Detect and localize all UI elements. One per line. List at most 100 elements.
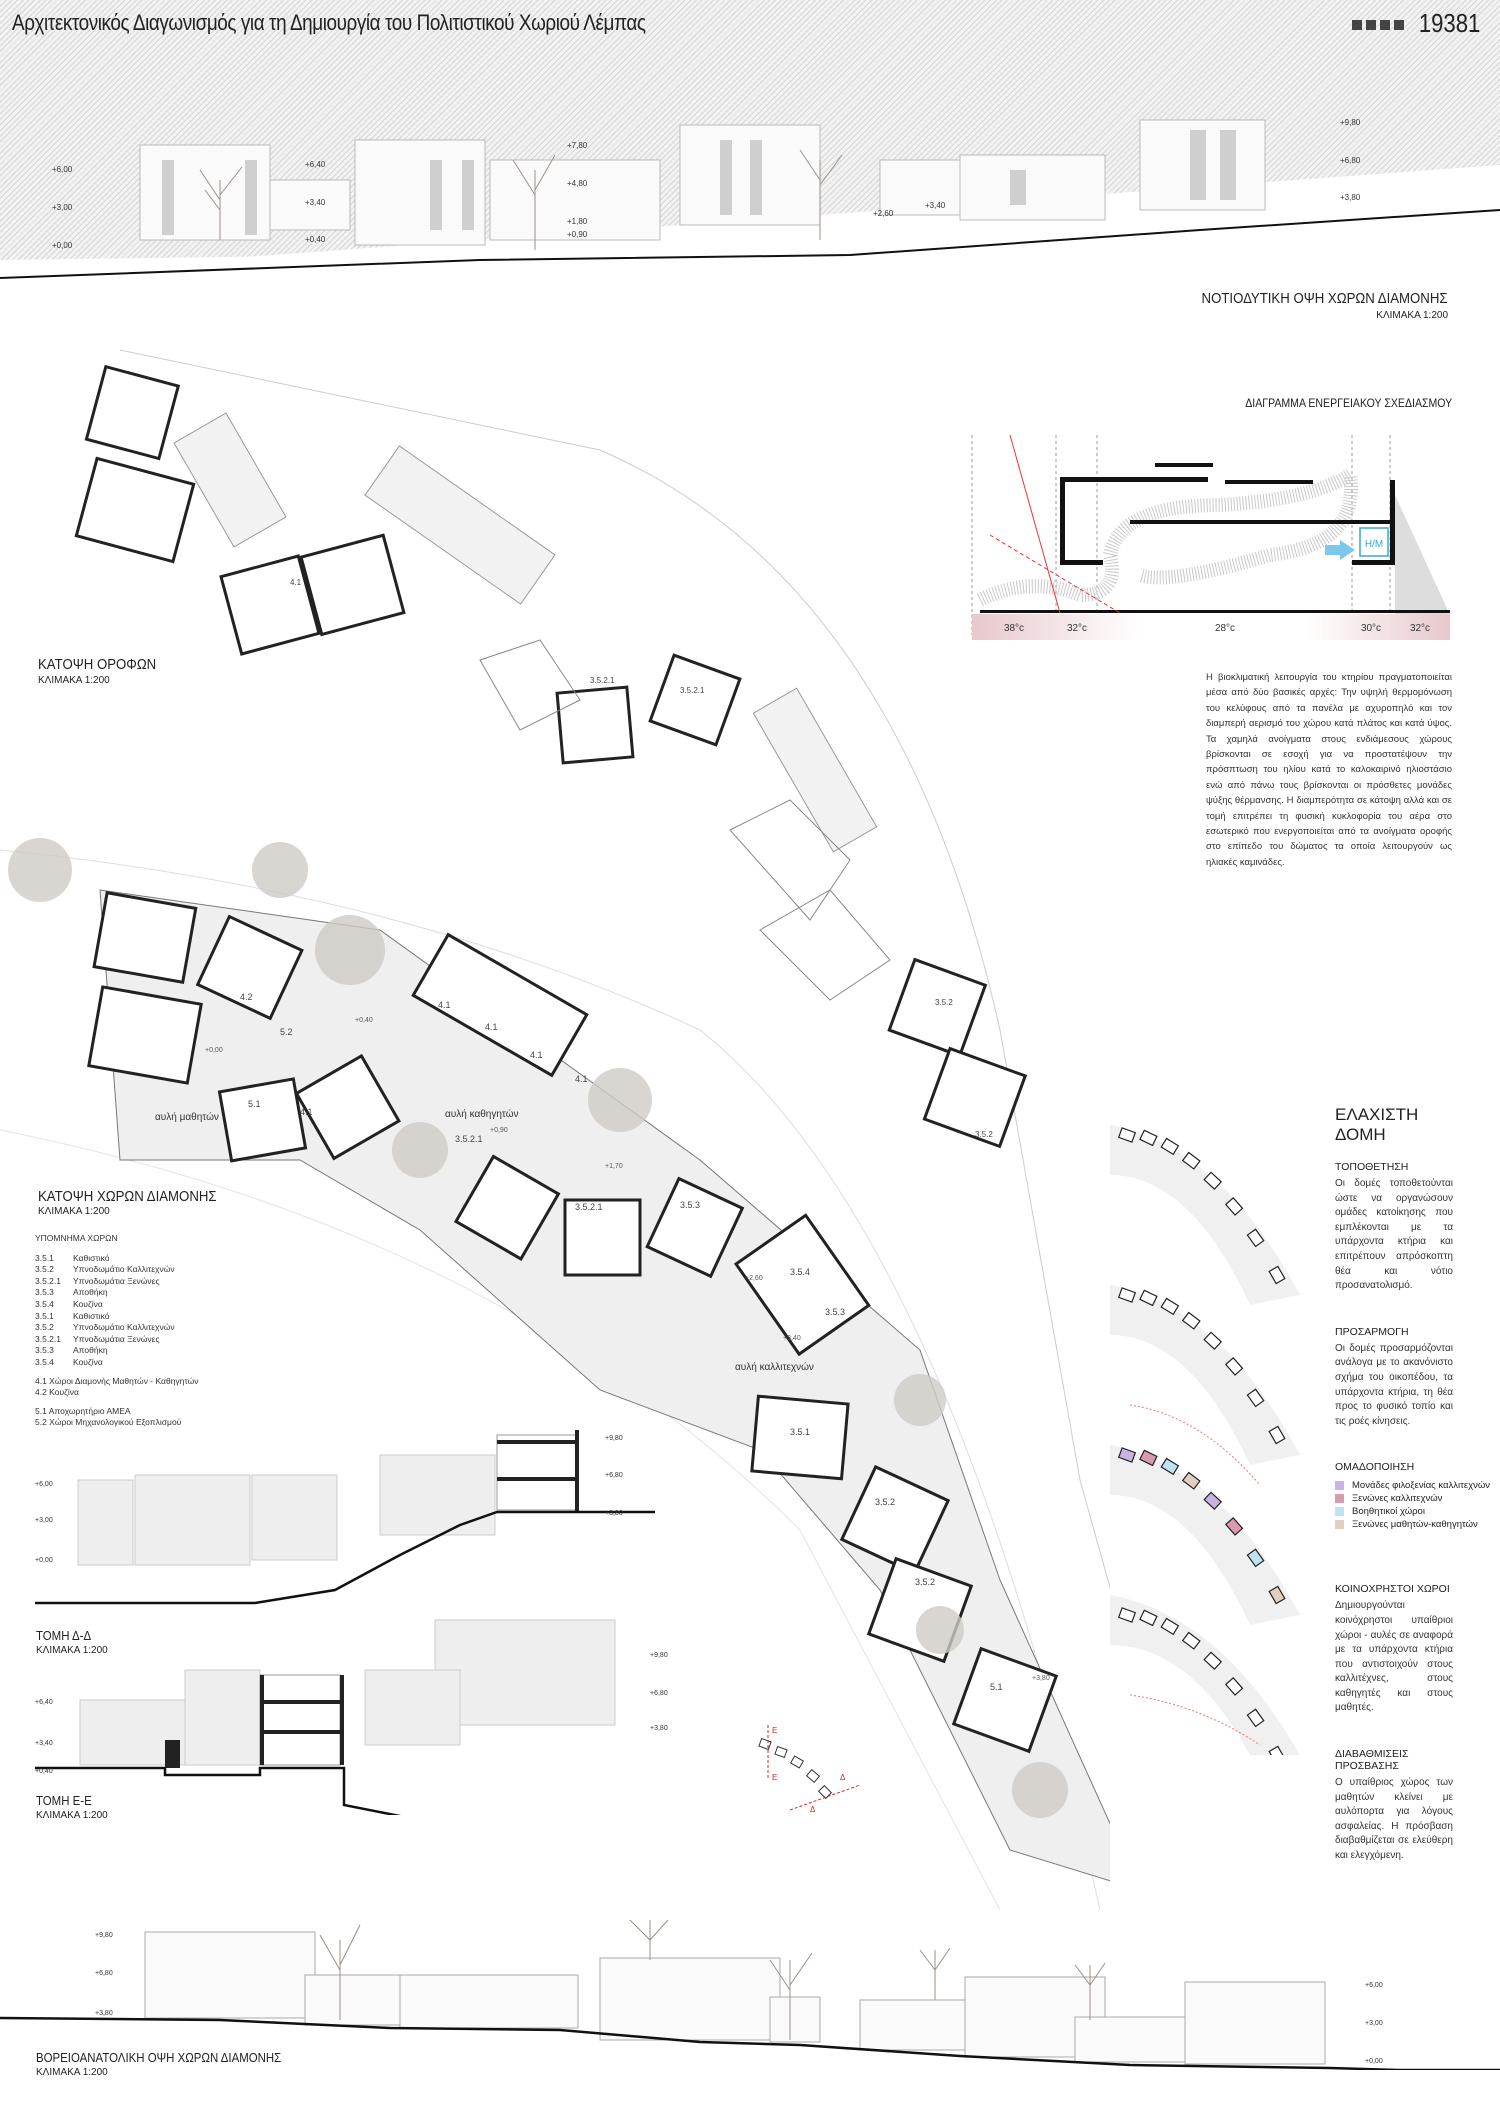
structure-block [1139, 1449, 1158, 1467]
level-label: +6,40 [35, 1699, 53, 1706]
grouping-legend-label: Ξενώνες μαθητών-καθηγητών [1352, 1519, 1478, 1531]
structure-block [1160, 1137, 1180, 1156]
legend-label: Αποθήκη [73, 1287, 108, 1298]
structure-block [1139, 1609, 1158, 1627]
legend-label: Αποθήκη [73, 1345, 108, 1356]
swatch-icon [1335, 1520, 1344, 1530]
structure-block [1203, 1171, 1223, 1190]
legend-item: 4.1 Χώροι Διαμονής Μαθητών - Καθηγητών [35, 1375, 199, 1386]
level-label: +6,00 [52, 165, 73, 174]
legend-item: 4.2 Κουζίνα [35, 1387, 79, 1398]
ne-elevation-title: ΒΟΡΕΙΟΑΝΑΤΟΛΙΚΗ ΟΨΗ ΧΩΡΩΝ ΔΙΑΜΟΝΗΣ [36, 2050, 282, 2065]
level-label: +3,00 [52, 203, 73, 212]
level-label: +0,40 [355, 1017, 373, 1024]
room-label: 4.1 [575, 1074, 588, 1084]
arrow-icon [1325, 540, 1355, 560]
legend-row: 3.5.1 Καθιστικό [35, 1311, 187, 1323]
temp-label: 30°c [1361, 623, 1381, 634]
section-heading: ΔΙΑΒΑΘΜΙΣΕΙΣ ΠΡΟΣΒΑΣΗΣ [1335, 1748, 1409, 1773]
level-label: +3,40 [783, 1335, 801, 1342]
section-dd-title: ΤΟΜΗ Δ-Δ [36, 1628, 92, 1643]
room-label: 3.5.2 [875, 1497, 895, 1507]
legend-label: Υπνοδωμάτιο Καλλιτεχνών [73, 1322, 175, 1333]
ne-elevation-drawing: +9,80 +6,80 +3,80 +6,00 +3,00 +0,00 [0, 1920, 1500, 2070]
entry-marker-icon [1380, 20, 1390, 30]
ground-fill [0, 240, 1500, 300]
level-label: +0,00 [205, 1047, 223, 1054]
level-label: +2,60 [873, 209, 894, 218]
structure-block [1117, 1447, 1137, 1463]
level-label: +3,00 [35, 1517, 53, 1524]
section-heading: ΚΟΙΝΟΧΡΗΣΤΟΙ ΧΩΡΟΙ [1335, 1583, 1450, 1596]
sw-elevation-drawing: +6,00 +3,00 +0,00 +6,40 +3,40 +0,40 +7,8… [0, 118, 1500, 300]
legend-code: 3.5.1 [35, 1310, 54, 1321]
level-label: +6,00 [35, 1481, 53, 1488]
structure-block [1160, 1457, 1180, 1476]
room-label: 3.5.4 [790, 1267, 810, 1277]
room-label: 5.2 [280, 1027, 293, 1037]
ne-elevation-scale: ΚΛΙΜΑΚΑ 1:200 [36, 2067, 108, 2078]
section-marker: Ε [772, 1726, 777, 1735]
legend-row: 3.5.3 Αποθήκη [35, 1287, 187, 1299]
section-heading: ΠΡΟΣΑΡΜΟΓΗ [1335, 1325, 1409, 1338]
legend-code: 3.5.3 [35, 1287, 54, 1298]
level-label: +6,80 [95, 1970, 113, 1977]
section-text: Οι δομές τοποθετούνται ώστε να οργανώσου… [1335, 1178, 1453, 1292]
grouping-legend-item: Ξενώνες μαθητών-καθηγητών [1335, 1518, 1478, 1531]
grouping-legend-item: Μονάδες φιλοξενίας καλλιτεχνών [1335, 1479, 1490, 1492]
structure-block [1181, 1151, 1201, 1170]
entry-marker-icon [1366, 20, 1376, 30]
room-label: 3.5.2.1 [455, 1134, 483, 1144]
level-label: +7,80 [567, 141, 588, 150]
ground-line [0, 209, 1500, 279]
room-label: 3.5.2.1 [590, 676, 615, 685]
structure-block [1139, 1289, 1158, 1307]
section-ee-title: ΤΟΜΗ Ε-Ε [36, 1793, 92, 1808]
structure-block [1268, 1425, 1286, 1445]
hm-unit-label: Η/Μ [1365, 539, 1383, 550]
legend-label: Καθιστικό [73, 1310, 110, 1321]
legend-code: 3.5.2 [35, 1322, 54, 1333]
ground-line [35, 1510, 655, 1605]
level-label: +0,40 [305, 235, 326, 244]
room-label: 3.5.2.1 [680, 686, 705, 695]
section-marker: Ε [772, 1773, 777, 1782]
stay-plan-scale: ΚΛΙΜΑΚΑ 1:200 [38, 1206, 110, 1217]
legend-code: 3.5.2 [35, 1264, 54, 1275]
minimal-structure-title: ΕΛΑΧΙΣΤΗ ΔΟΜΗ [1335, 1105, 1419, 1144]
sw-elevation-title: ΝΟΤΙΟΔΥΤΙΚΗ ΟΨΗ ΧΩΡΩΝ ΔΙΑΜΟΝΗΣ [1202, 290, 1448, 307]
structure-block [1224, 1197, 1244, 1216]
level-label: +6,80 [650, 1690, 668, 1697]
section-ee-drawing: +6,40 +3,40 +0,40 +9,80 +6,80 +3,80 [35, 1619, 668, 1815]
structure-block [1203, 1331, 1223, 1350]
roof-plan-scale: ΚΛΙΜΑΚΑ 1:200 [38, 675, 110, 686]
level-label: +6,80 [1340, 156, 1361, 165]
level-label: +0,00 [1365, 2058, 1383, 2065]
stay-plan-title: ΚΑΤΟΨΗ ΧΩΡΩΝ ΔΙΑΜΟΝΗΣ [38, 1188, 217, 1205]
entry-marker-icon [1394, 20, 1404, 30]
grouping-legend-label: Ξενώνες καλλιτεχνών [1352, 1493, 1443, 1505]
page-title: Αρχιτεκτονικός Διαγωνισμός για τη Δημιου… [12, 10, 646, 35]
room-label: 3.5.3 [825, 1307, 845, 1317]
legend-label: Κουζίνα [73, 1356, 103, 1367]
level-label: +0,90 [490, 1127, 508, 1134]
section-marker: Δ [810, 1805, 816, 1814]
structure-block [1117, 1607, 1137, 1623]
sw-elevation-scale: ΚΛΙΜΑΚΑ 1:200 [1376, 310, 1448, 321]
room-label: 4.1 [485, 1022, 498, 1032]
structure-block [1224, 1517, 1244, 1536]
level-label: +3,80 [605, 1510, 623, 1517]
minimal-structure-diagrams [1110, 1125, 1300, 1755]
room-label: 3.5.1 [790, 1427, 810, 1437]
legend-label: Υπνοδωμάτιο Καλλιτεχνών [73, 1264, 175, 1275]
structure-block [1268, 1745, 1286, 1755]
legend-item: 5.1 Αποχωρητήριο ΑΜΕΑ [35, 1405, 131, 1416]
temp-label: 28°c [1215, 623, 1235, 634]
ground-line [0, 2016, 1500, 2070]
